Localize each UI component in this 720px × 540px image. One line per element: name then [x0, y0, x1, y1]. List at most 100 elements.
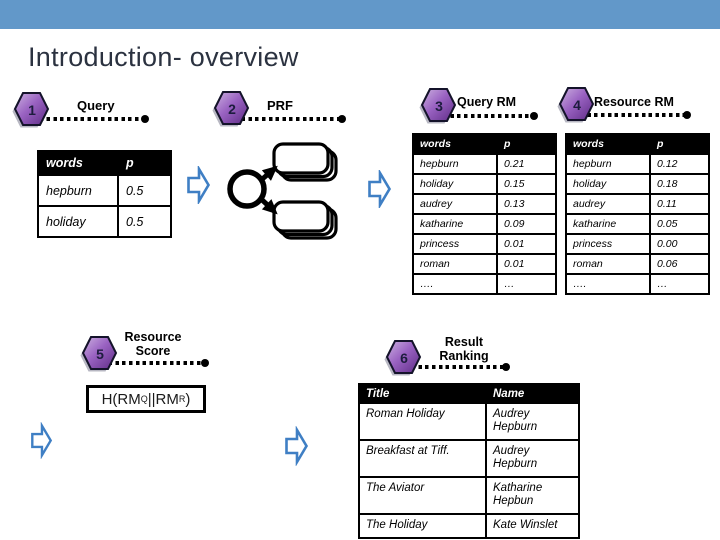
- column-header-p: p: [649, 133, 710, 155]
- table-cell: 0.18: [649, 173, 710, 195]
- table-cell: The Holiday: [358, 513, 487, 539]
- step6-hexagon-icon: 6: [384, 340, 422, 376]
- step-number: 6: [400, 349, 408, 366]
- table-cell: Breakfast at Tiff.: [358, 439, 487, 478]
- step5-dotted-line: [95, 359, 209, 367]
- step3-dotted-line: [430, 112, 538, 120]
- column-header-words: words: [37, 150, 119, 176]
- step-number: 4: [573, 96, 581, 113]
- table-cell: 0.5: [117, 174, 172, 207]
- table-header-row: Title Name: [358, 383, 580, 404]
- table-cell: 0.09: [496, 213, 557, 235]
- table-header-row: words p: [412, 133, 557, 155]
- table-cell: audrey: [412, 193, 498, 215]
- table-cell: 0.5: [117, 205, 172, 238]
- step5-label: Resource Score: [124, 330, 182, 358]
- document-stack-icon: [272, 200, 338, 240]
- table-cell: Katharine Hepbun: [485, 476, 580, 515]
- formula-text: ): [185, 390, 191, 408]
- table-cell: 0.12: [649, 153, 710, 175]
- table-cell: 0.21: [496, 153, 557, 175]
- table-cell: Kate Winslet: [485, 513, 580, 539]
- table-cell: katharine: [565, 213, 651, 235]
- step3-hexagon-icon: 3: [419, 88, 457, 124]
- page-title: Introduction- overview: [28, 42, 299, 72]
- table-cell: Audrey Hepburn: [485, 402, 580, 441]
- table-cell: princess: [412, 233, 498, 255]
- table-cell: 0.00: [649, 233, 710, 255]
- table-cell: 0.01: [496, 233, 557, 255]
- document-stack-icon: [272, 142, 338, 182]
- step1-dotted-line: [33, 115, 149, 123]
- step-number: 5: [96, 345, 104, 362]
- step1-label: Query: [77, 98, 115, 113]
- column-header-words: words: [412, 133, 498, 155]
- table-cell: roman: [565, 253, 651, 275]
- column-header-p: p: [496, 133, 557, 155]
- table-cell: holiday: [412, 173, 498, 195]
- formula-subscript: Q: [140, 394, 148, 404]
- table-header-row: words p: [565, 133, 710, 155]
- column-header-words: words: [565, 133, 651, 155]
- step3-label: Query RM: [457, 95, 517, 109]
- table-row: ….…: [565, 273, 710, 295]
- step5-hexagon-icon: 5: [80, 336, 118, 372]
- column-header-name: Name: [485, 383, 580, 404]
- formula-subscript: R: [178, 394, 186, 404]
- flow-arrow-icon: [187, 166, 211, 204]
- step4-label: Resource RM: [594, 95, 674, 109]
- table-cell: holiday: [565, 173, 651, 195]
- table-cell: The Aviator: [358, 476, 487, 515]
- table-row: Breakfast at Tiff.Audrey Hepburn: [358, 439, 580, 478]
- step2-dotted-line: [228, 115, 346, 123]
- table-cell: ….: [412, 273, 498, 295]
- table-cell: audrey: [565, 193, 651, 215]
- step6-label: Result Ranking: [439, 335, 489, 363]
- table-cell: 0.05: [649, 213, 710, 235]
- column-header-p: p: [117, 150, 172, 176]
- flow-arrow-icon: [368, 170, 392, 208]
- step2-label: PRF: [267, 98, 293, 113]
- table-cell: hepburn: [412, 153, 498, 175]
- step-number: 1: [28, 101, 36, 118]
- table-cell: Audrey Hepburn: [485, 439, 580, 478]
- flow-arrow-icon: [31, 422, 53, 459]
- step2-hexagon-icon: 2: [212, 91, 250, 127]
- table-cell: ….: [565, 273, 651, 295]
- step1-hexagon-icon: 1: [12, 92, 50, 128]
- table-cell: princess: [565, 233, 651, 255]
- table-cell: hepburn: [37, 174, 119, 207]
- query-node-circle: [227, 169, 267, 209]
- step-number: 2: [228, 100, 236, 117]
- slide-accent-bar: [0, 0, 720, 29]
- table-cell: …: [496, 273, 557, 295]
- table-header-row: words p: [37, 150, 172, 176]
- column-header-title: Title: [358, 383, 487, 404]
- table-cell: holiday: [37, 205, 119, 238]
- table-cell: 0.11: [649, 193, 710, 215]
- table-cell: Roman Holiday: [358, 402, 487, 441]
- table-cell: 0.06: [649, 253, 710, 275]
- step-number: 3: [435, 97, 443, 114]
